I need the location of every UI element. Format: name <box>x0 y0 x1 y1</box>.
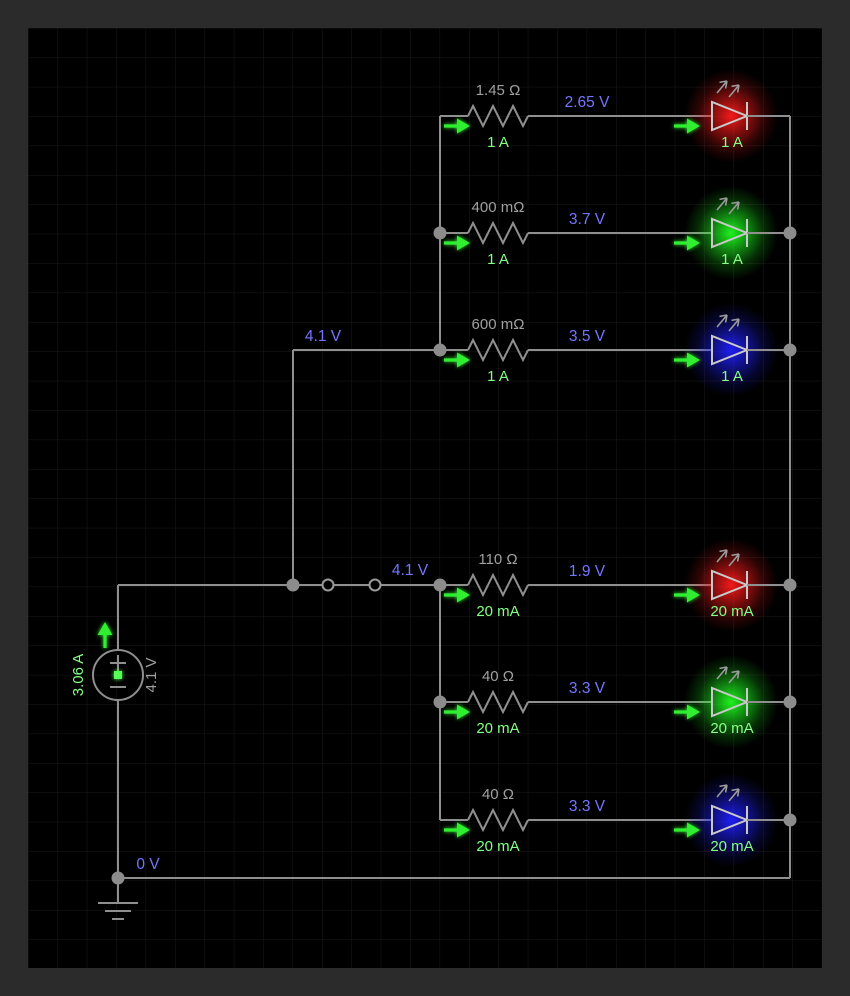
junction-dot <box>783 695 797 709</box>
junction-dot <box>433 695 447 709</box>
junction-dot <box>783 813 797 827</box>
branch-red-1a: 1.45 Ω 1 A 2.65 V 1 A <box>440 69 790 163</box>
current-dots-layer <box>114 116 794 882</box>
led-current-label: 20 mA <box>710 838 753 855</box>
ground-symbol[interactable] <box>98 878 138 920</box>
led-glow <box>684 186 778 280</box>
junction-dot <box>433 343 447 357</box>
led-glow <box>684 655 778 749</box>
junction-dot <box>783 226 797 240</box>
resistor[interactable] <box>467 103 529 129</box>
resistor[interactable] <box>467 220 529 246</box>
led-glow <box>684 773 778 867</box>
junctions-layer <box>111 226 797 885</box>
switch-post-left[interactable] <box>321 578 335 592</box>
resistance-label: 400 mΩ <box>472 199 525 216</box>
resistor[interactable] <box>467 572 529 598</box>
branch-green-20ma: 40 Ω 20 mA 3.3 V 20 mA <box>440 655 790 749</box>
led-current-label: 1 A <box>721 251 743 268</box>
led-current-label: 1 A <box>721 368 743 385</box>
junction-dot <box>286 578 300 592</box>
lower-branch-voltage-label: 4.1 V <box>392 562 429 579</box>
ground-voltage-label: 0 V <box>136 856 160 873</box>
junction-dot <box>433 578 447 592</box>
resistor-current-label: 1 A <box>487 368 509 385</box>
upper-branch-voltage-label: 4.1 V <box>305 328 342 345</box>
voltage-source[interactable]: 3.06 A 4.1 V <box>70 622 160 701</box>
resistor-current-label: 1 A <box>487 251 509 268</box>
branch-blue-1a: 600 mΩ 1 A 3.5 V 1 A <box>440 303 790 397</box>
resistor[interactable] <box>467 337 529 363</box>
ground[interactable]: 0 V <box>98 856 160 920</box>
source-plus-minus <box>110 655 126 688</box>
junction-dot <box>433 226 447 240</box>
wire-voltage-label: 3.3 V <box>569 680 606 697</box>
resistor-current-label: 20 mA <box>476 838 519 855</box>
wire-voltage-label: 3.3 V <box>569 798 606 815</box>
branch-green-1a: 400 mΩ 1 A 3.7 V 1 A <box>440 186 790 280</box>
resistance-label: 600 mΩ <box>472 316 525 333</box>
source-current-label: 3.06 A <box>70 654 87 697</box>
wire-voltage-label: 3.5 V <box>569 328 606 345</box>
source-current-dot <box>114 671 122 679</box>
wire-voltage-label: 2.65 V <box>565 94 610 111</box>
led-current-label: 20 mA <box>710 720 753 737</box>
resistance-label: 1.45 Ω <box>476 82 521 99</box>
led-current-label: 1 A <box>721 134 743 151</box>
wire-voltage-label: 3.7 V <box>569 211 606 228</box>
resistance-label: 40 Ω <box>482 786 514 803</box>
switch-post-right[interactable] <box>368 578 382 592</box>
branch-red-20ma: 110 Ω 20 mA 1.9 V 20 mA <box>440 538 790 632</box>
source-circle[interactable] <box>92 649 144 701</box>
led-glow <box>684 303 778 397</box>
resistance-label: 40 Ω <box>482 668 514 685</box>
led-current-label: 20 mA <box>710 603 753 620</box>
resistance-label: 110 Ω <box>478 551 517 568</box>
led-glow <box>684 538 778 632</box>
led-glow <box>684 69 778 163</box>
resistor-current-label: 20 mA <box>476 603 519 620</box>
resistor[interactable] <box>467 689 529 715</box>
junction-dot <box>111 871 125 885</box>
resistor[interactable] <box>467 807 529 833</box>
resistor-current-label: 1 A <box>487 134 509 151</box>
resistor-current-label: 20 mA <box>476 720 519 737</box>
source-voltage-label: 4.1 V <box>143 657 160 692</box>
junction-dot <box>783 343 797 357</box>
wire-voltage-label: 1.9 V <box>569 563 606 580</box>
branch-blue-20ma: 40 Ω 20 mA 3.3 V 20 mA <box>440 773 790 867</box>
junction-dot <box>783 578 797 592</box>
switch[interactable] <box>293 578 440 592</box>
